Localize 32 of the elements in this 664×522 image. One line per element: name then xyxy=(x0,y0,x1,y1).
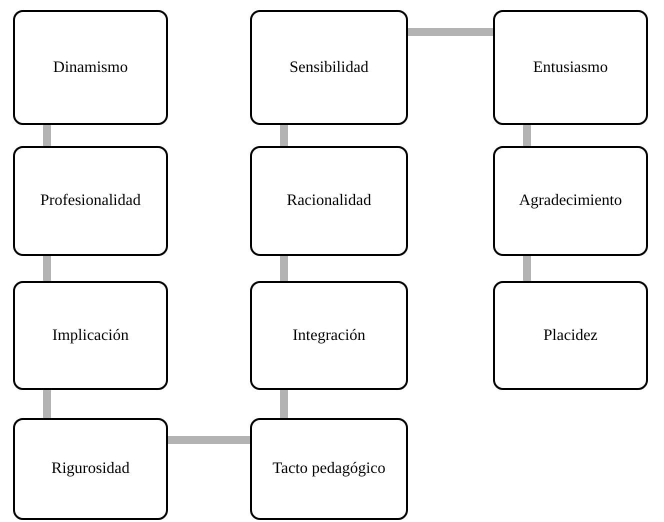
term-label: Racionalidad xyxy=(286,192,372,210)
connector-line xyxy=(43,256,51,281)
connector-line xyxy=(280,390,288,418)
term-label: Implicación xyxy=(52,326,129,344)
term-label: Dinamismo xyxy=(53,58,128,76)
connector-line xyxy=(523,125,531,146)
term-label: Tacto pedagógico xyxy=(272,460,386,478)
connector-line xyxy=(280,125,288,146)
term-box xyxy=(493,281,648,390)
term-label: Rigurosidad xyxy=(51,460,130,478)
term-box xyxy=(250,10,408,125)
term-box xyxy=(493,146,648,256)
term-label: Entusiasmo xyxy=(533,58,608,76)
term-box xyxy=(13,10,168,125)
term-box xyxy=(493,10,648,125)
connector-line xyxy=(523,256,531,281)
term-box xyxy=(250,146,408,256)
term-label: Integración xyxy=(292,326,366,344)
connector-line xyxy=(280,256,288,281)
term-box xyxy=(13,146,168,256)
term-label: Profesionalidad xyxy=(40,192,141,210)
term-box xyxy=(250,418,408,520)
term-box xyxy=(13,281,168,390)
term-label: Placidez xyxy=(543,326,598,344)
connector-line xyxy=(408,28,493,36)
term-label: Agradecimiento xyxy=(518,192,622,210)
connector-line xyxy=(43,390,51,418)
connector-line xyxy=(43,125,51,146)
term-label: Sensibilidad xyxy=(289,58,369,76)
term-box xyxy=(13,418,168,520)
connector-line xyxy=(168,436,250,444)
term-box xyxy=(250,281,408,390)
